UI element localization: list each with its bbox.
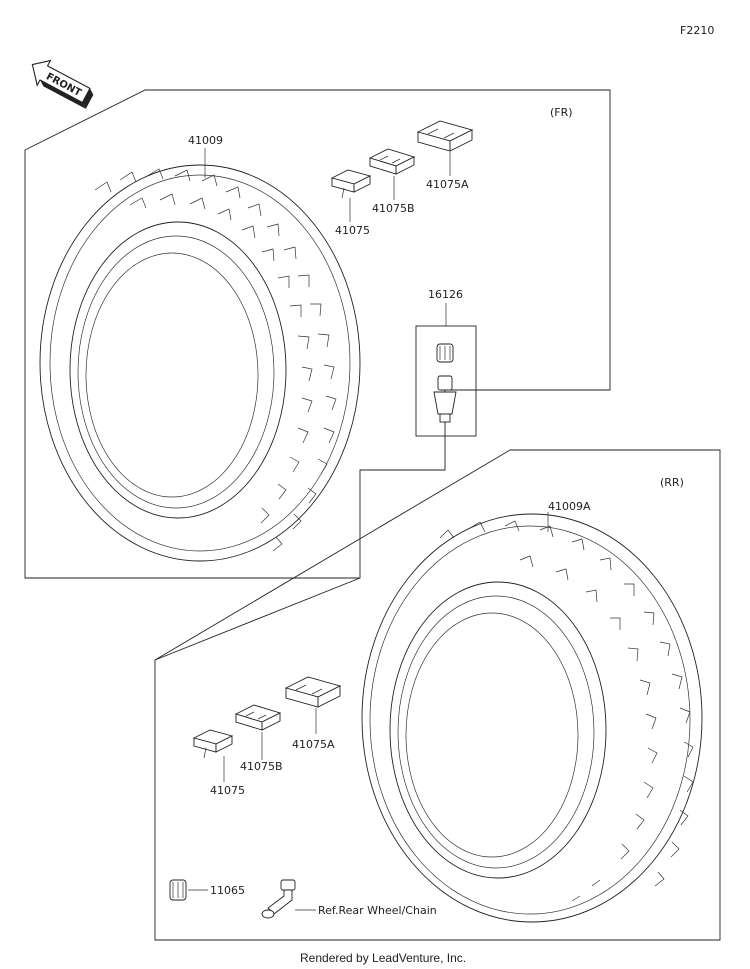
label-weight-fr-b: 41075B (372, 202, 415, 215)
weight-rear-41075B (234, 704, 282, 731)
weight-front-41075B (368, 148, 416, 175)
weight-rear-41075 (192, 729, 234, 759)
label-tire-front: 41009 (188, 134, 223, 147)
valve-stem-icon (433, 375, 457, 423)
label-weight-rr: 41075 (210, 784, 245, 797)
label-valve: 16126 (428, 288, 463, 301)
label-weight-rr-a: 41075A (292, 738, 335, 751)
label-weight-fr: 41075 (335, 224, 370, 237)
rear-section-frame (154, 449, 721, 941)
valve-cap-icon (436, 343, 454, 363)
diagram-code: F2210 (680, 24, 714, 37)
label-weight-fr-a: 41075A (426, 178, 469, 191)
footer-credit: Rendered by LeadVenture, Inc. (300, 951, 466, 965)
front-section-frame (24, 89, 611, 579)
weight-front-41075A (416, 120, 474, 152)
label-ref-rear-wheel: Ref.Rear Wheel/Chain (318, 904, 437, 917)
front-section-tag: (FR) (550, 106, 573, 119)
rear-tire (361, 513, 703, 923)
rear-valve-stem-icon (261, 879, 296, 919)
weight-front-41075 (330, 169, 372, 199)
label-cap: 11065 (210, 884, 245, 897)
front-tire (39, 164, 361, 562)
label-tire-rear: 41009A (548, 500, 591, 513)
front-arrow-icon: FRONT (31, 59, 94, 109)
label-weight-rr-b: 41075B (240, 760, 283, 773)
rear-valve-cap-icon (169, 879, 187, 901)
weight-rear-41075A (284, 676, 342, 708)
rear-section-tag: (RR) (660, 476, 684, 489)
valve-box (415, 325, 477, 437)
